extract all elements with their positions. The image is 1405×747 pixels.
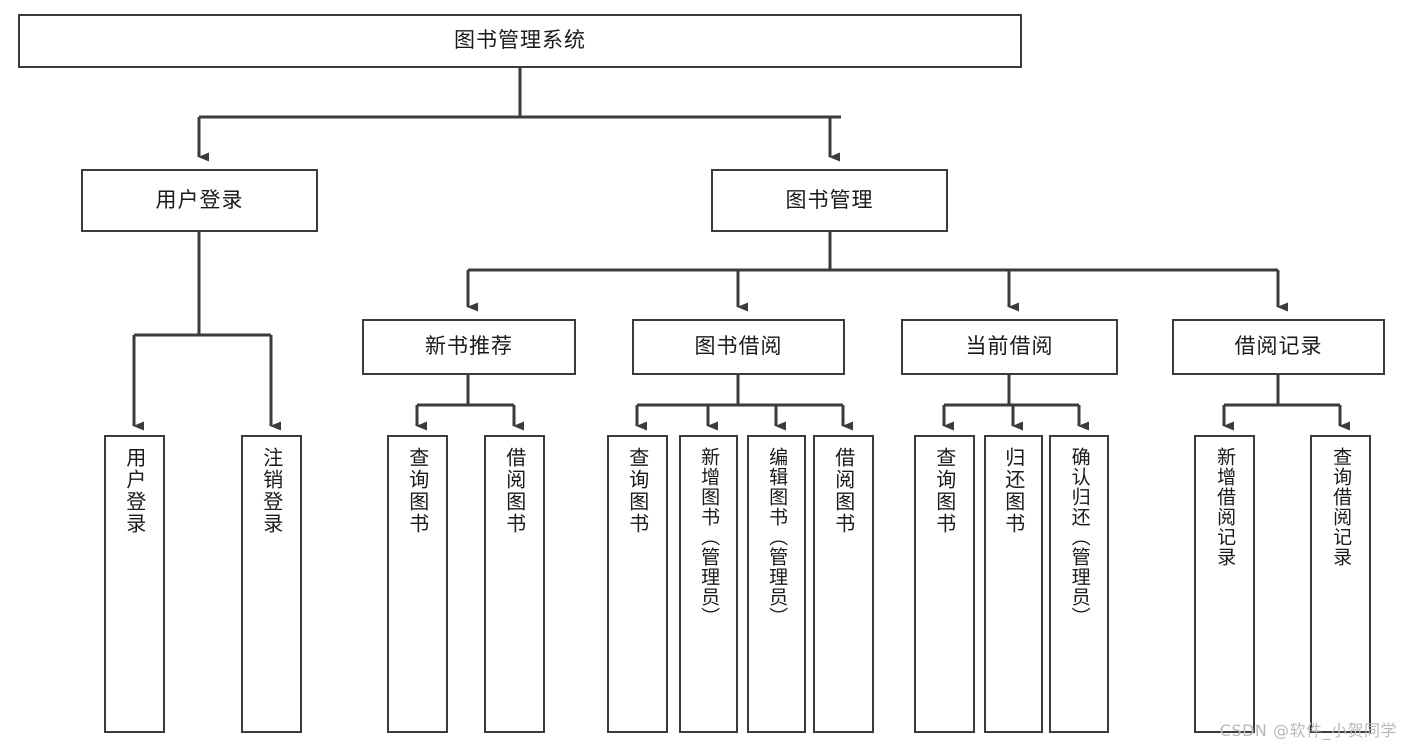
watermark-text: CSDN @软件_小贺同学 bbox=[1219, 721, 1397, 740]
node-leaf-logout-login-label: 注销登录 bbox=[259, 447, 284, 535]
node-leaf-query-book-2[interactable]: 查询图书 bbox=[607, 435, 668, 733]
node-borrow-record-label: 借阅记录 bbox=[1234, 334, 1323, 359]
node-leaf-add-record-label: 新增借阅记录 bbox=[1214, 447, 1237, 567]
node-leaf-edit-book[interactable]: 编辑图书（管理员） bbox=[747, 435, 806, 733]
node-leaf-return-book[interactable]: 归还图书 bbox=[984, 435, 1043, 733]
node-current-borrow[interactable]: 当前借阅 bbox=[901, 319, 1118, 375]
node-borrow-record[interactable]: 借阅记录 bbox=[1172, 319, 1385, 375]
node-new-book-recommend[interactable]: 新书推荐 bbox=[362, 319, 576, 375]
node-leaf-borrow-book-1[interactable]: 借阅图书 bbox=[484, 435, 545, 733]
node-leaf-confirm-return-label: 确认归还（管理员） bbox=[1068, 447, 1091, 627]
node-user-login-label: 用户登录 bbox=[155, 187, 244, 212]
node-leaf-confirm-return[interactable]: 确认归还（管理员） bbox=[1049, 435, 1109, 733]
node-leaf-query-record-label: 查询借阅记录 bbox=[1330, 447, 1353, 567]
node-leaf-logout-login[interactable]: 注销登录 bbox=[241, 435, 302, 733]
node-leaf-query-record[interactable]: 查询借阅记录 bbox=[1310, 435, 1371, 733]
node-book-borrow[interactable]: 图书借阅 bbox=[632, 319, 845, 375]
node-leaf-user-login[interactable]: 用户登录 bbox=[104, 435, 165, 733]
node-leaf-query-book-1-label: 查询图书 bbox=[405, 447, 430, 535]
node-leaf-query-book-2-label: 查询图书 bbox=[625, 447, 650, 535]
node-leaf-edit-book-label: 编辑图书（管理员） bbox=[766, 447, 789, 627]
node-book-management-label: 图书管理 bbox=[785, 187, 874, 212]
node-leaf-borrow-book-2[interactable]: 借阅图书 bbox=[813, 435, 874, 733]
node-leaf-add-book-label: 新增图书（管理员） bbox=[698, 447, 721, 627]
node-leaf-query-book-3-label: 查询图书 bbox=[932, 447, 957, 535]
node-new-book-recommend-label: 新书推荐 bbox=[425, 334, 513, 359]
node-book-management[interactable]: 图书管理 bbox=[711, 169, 948, 232]
node-leaf-borrow-book-1-label: 借阅图书 bbox=[502, 447, 527, 535]
node-leaf-add-book[interactable]: 新增图书（管理员） bbox=[679, 435, 738, 733]
node-current-borrow-label: 当前借阅 bbox=[965, 334, 1054, 359]
node-root-label: 图书管理系统 bbox=[454, 28, 586, 53]
node-root[interactable]: 图书管理系统 bbox=[18, 14, 1022, 68]
node-user-login[interactable]: 用户登录 bbox=[81, 169, 318, 232]
node-leaf-borrow-book-2-label: 借阅图书 bbox=[831, 447, 856, 535]
node-leaf-user-login-label: 用户登录 bbox=[122, 447, 147, 535]
node-leaf-add-record[interactable]: 新增借阅记录 bbox=[1194, 435, 1255, 733]
node-book-borrow-label: 图书借阅 bbox=[694, 334, 783, 359]
node-leaf-query-book-3[interactable]: 查询图书 bbox=[914, 435, 975, 733]
node-leaf-return-book-label: 归还图书 bbox=[1001, 447, 1026, 535]
node-leaf-query-book-1[interactable]: 查询图书 bbox=[387, 435, 448, 733]
